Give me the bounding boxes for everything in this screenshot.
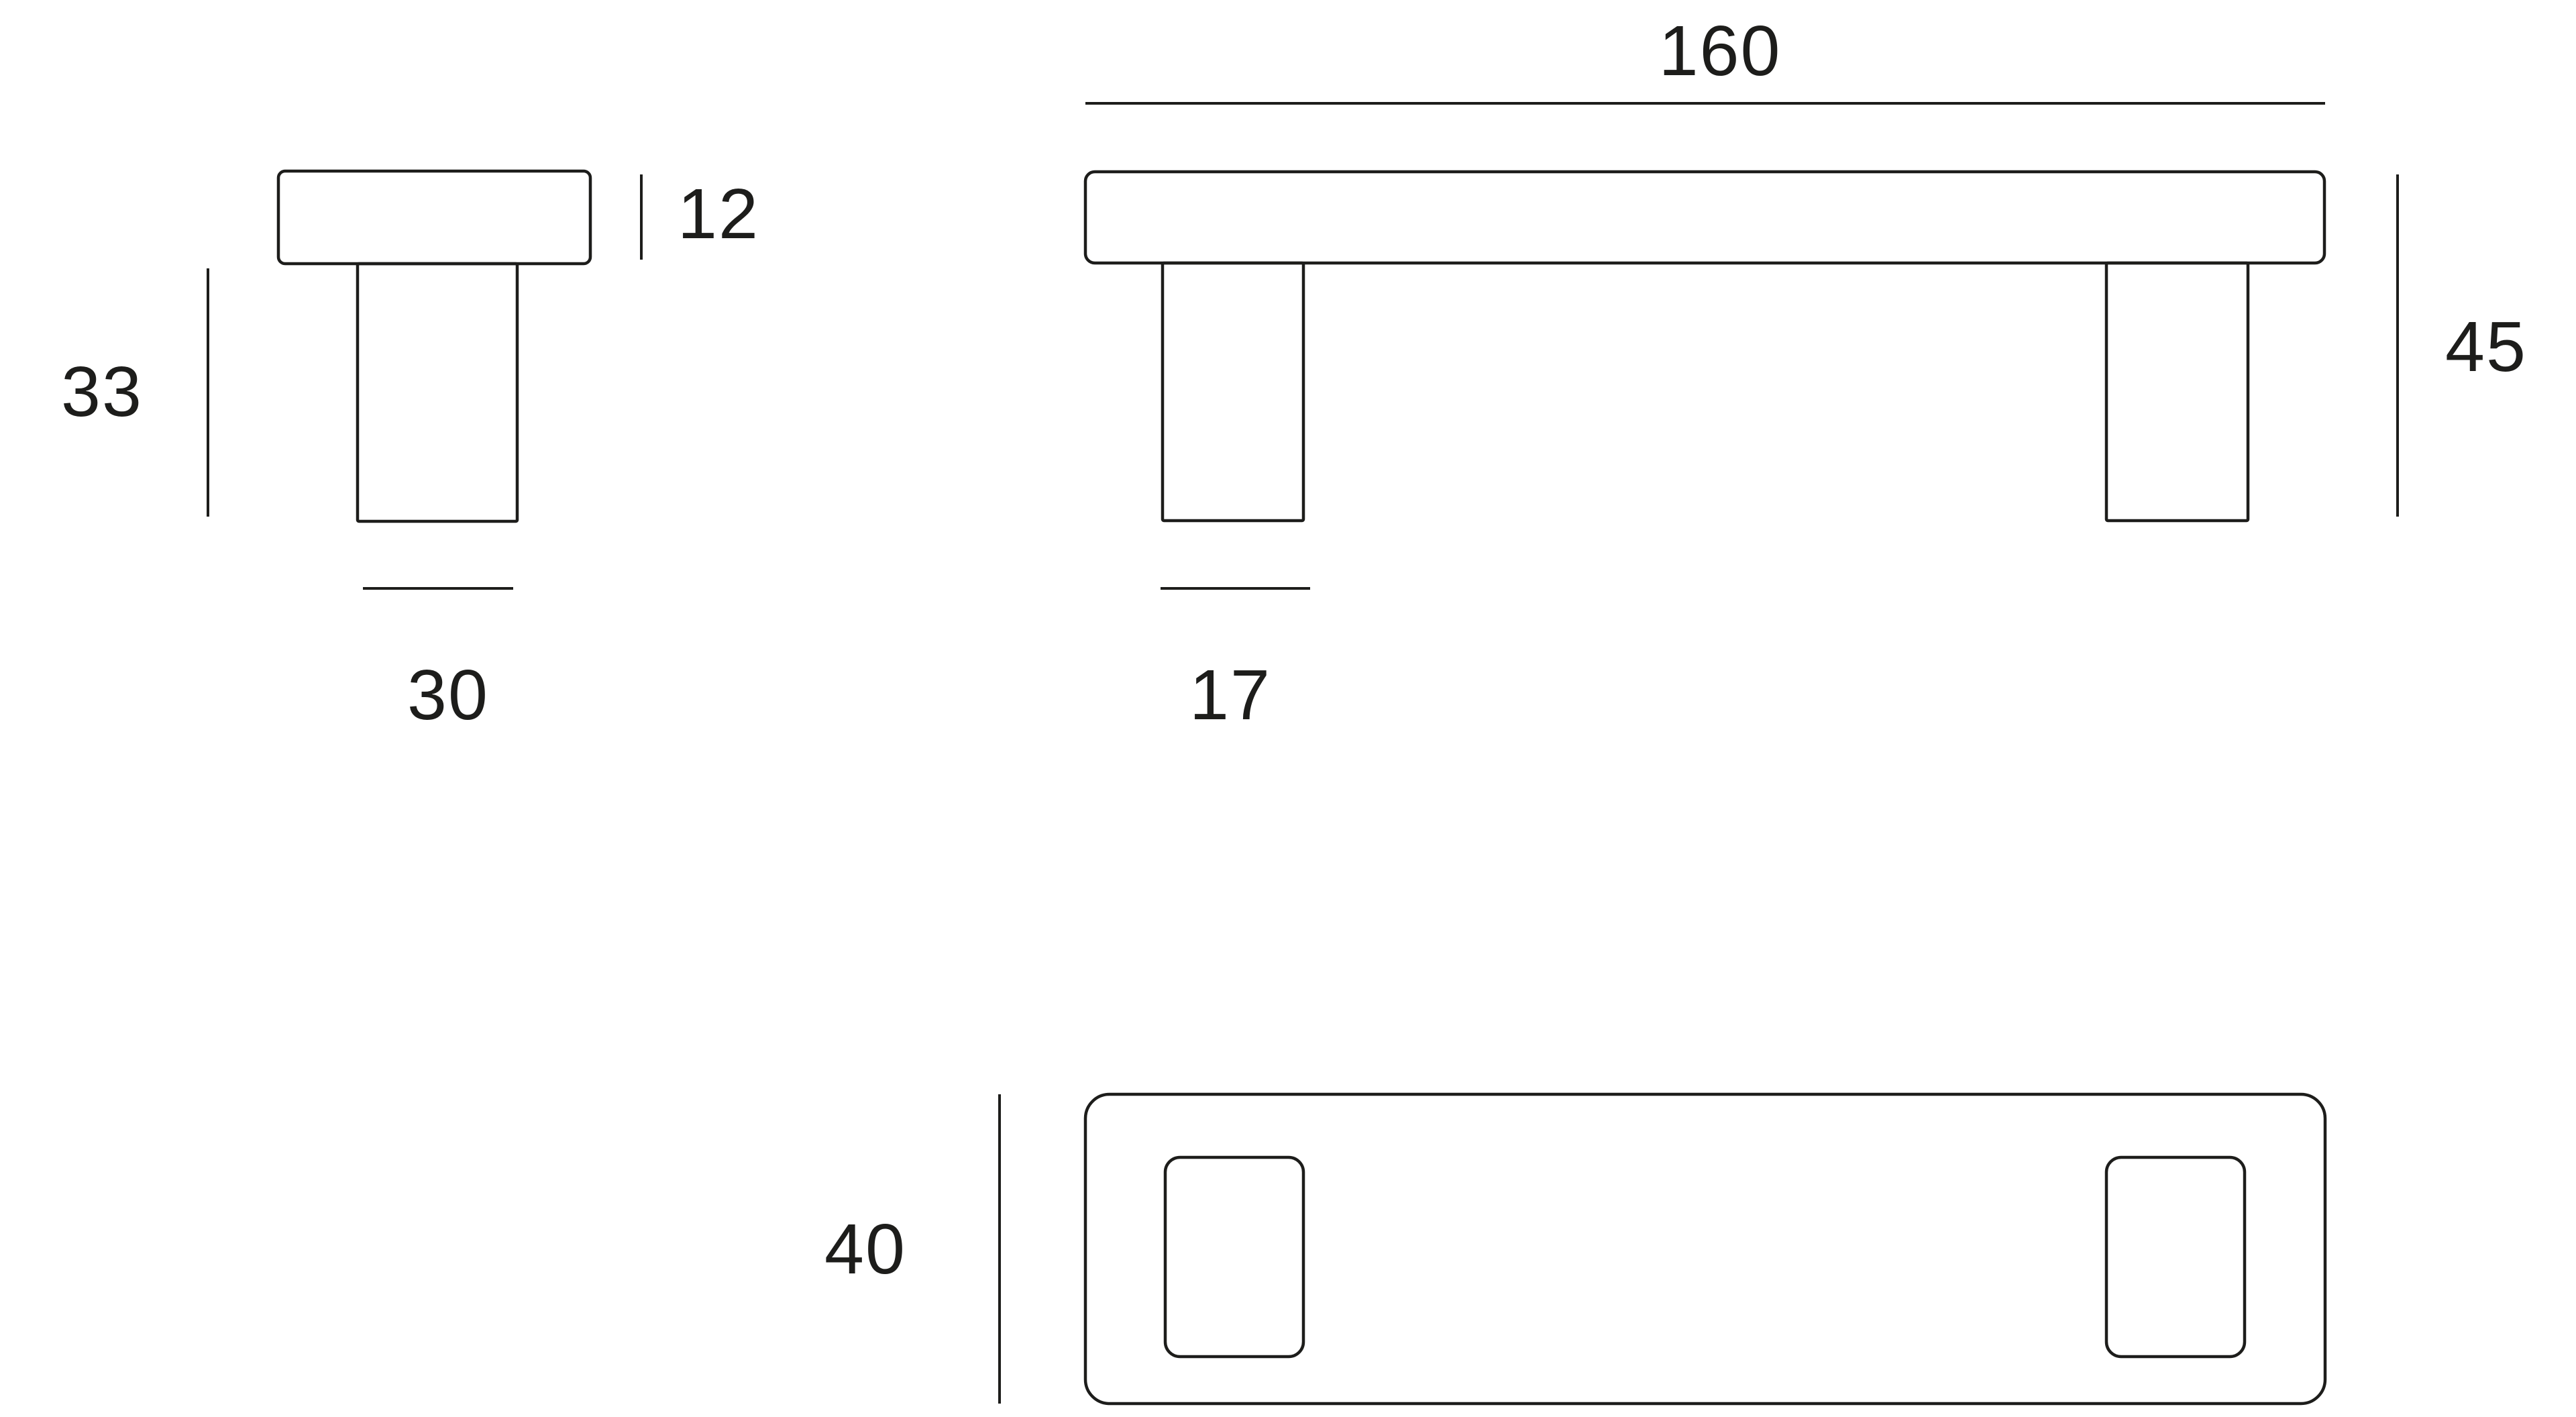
- dim-label-side-width: 30: [407, 655, 489, 735]
- dim-label-overall-height: 45: [2445, 307, 2527, 386]
- dimension-side-width: 30: [363, 587, 513, 735]
- front-view: [1083, 170, 2326, 523]
- dimension-post-width: 17: [1161, 587, 1310, 735]
- side-view-cap: [276, 169, 592, 266]
- top-view-left-post: [1163, 1155, 1305, 1359]
- dimension-overall-length: 160: [1085, 11, 2325, 105]
- top-view: [1083, 1092, 2327, 1406]
- dimension-bar-thickness: 12: [640, 174, 759, 260]
- dim-label-post-width: 17: [1189, 655, 1271, 735]
- side-view: [276, 169, 592, 523]
- dimension-plate-depth: 40: [824, 1094, 1001, 1404]
- side-view-stem: [356, 262, 519, 523]
- dim-label-plate-depth: 40: [824, 1210, 906, 1289]
- dimension-overall-height: 45: [2396, 174, 2527, 517]
- top-view-plate: [1083, 1092, 2327, 1406]
- front-view-left-leg: [1161, 261, 1305, 523]
- dim-label-bar-thickness: 12: [678, 174, 759, 254]
- dimension-post-height: 33: [61, 268, 209, 517]
- front-view-bar: [1083, 170, 2326, 265]
- dim-label-overall-length: 160: [1659, 11, 1782, 91]
- top-view-right-post: [2104, 1155, 2247, 1359]
- dim-label-post-height: 33: [61, 352, 143, 431]
- front-view-right-leg: [2104, 261, 2250, 523]
